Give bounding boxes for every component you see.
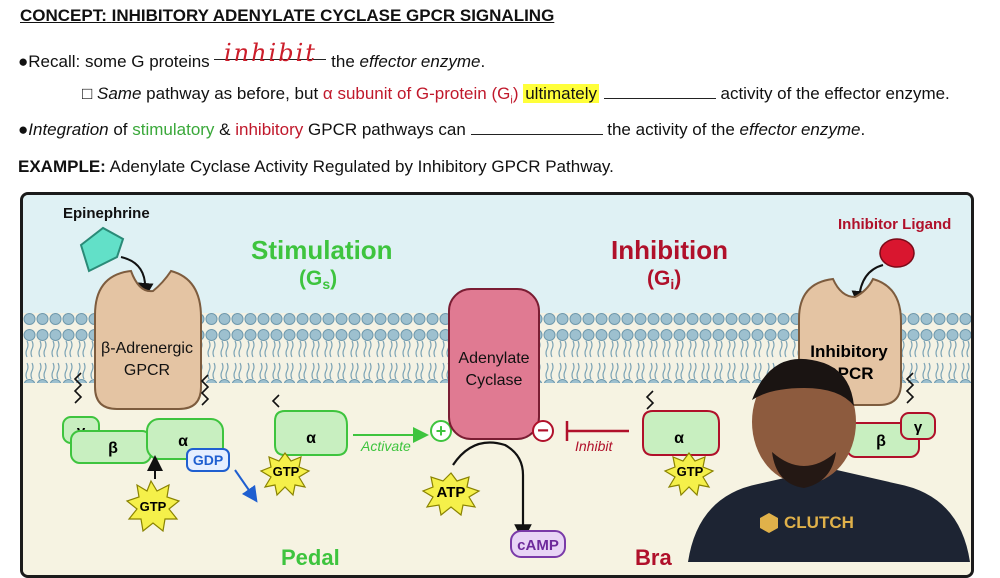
brake-label: Bra (635, 545, 672, 570)
adenylate-label-1: Adenylate (458, 350, 529, 367)
epinephrine-label: Epinephrine (63, 205, 150, 222)
activate-label: Activate (360, 438, 411, 454)
blank-3 (470, 120, 603, 135)
gdp-label: GDP (193, 452, 223, 468)
alpha-label-inhib: α (674, 430, 684, 447)
gamma-label-inhib: γ (914, 419, 923, 436)
beta-adrenergic-label-2: GPCR (124, 362, 170, 379)
highlight-ultimately: ultimately (523, 84, 600, 103)
example-line: EXAMPLE: Adenylate Cyclase Activity Regu… (18, 157, 614, 176)
alpha-subunit-inhib (642, 410, 720, 456)
presenter-webcam: CLUTCH (688, 358, 970, 562)
stimulation-label: Stimulation (251, 235, 393, 265)
beta-adrenergic-label: β-Adrenergic (101, 340, 193, 357)
blank-2 (603, 84, 716, 99)
blank-inhibit: inhibit (214, 39, 327, 67)
adenylate-cyclase (448, 288, 540, 440)
inhibitory-gpcr-label-1: Inhibitory (810, 342, 888, 361)
integration-line: ●Integration of stimulatory & inhibitory… (18, 120, 866, 139)
gtp-label-1: GTP (140, 499, 167, 514)
gs-label: (Gs) (299, 267, 337, 292)
gtp-starburst-1 (125, 479, 181, 533)
gtp-label-3: GTP (677, 464, 704, 479)
presenter-shirt (688, 468, 970, 562)
beta-label-inhib: β (876, 433, 886, 450)
camp-box (510, 530, 566, 558)
inhibit-label: Inhibit (575, 438, 613, 454)
epinephrine-molecule (79, 226, 125, 273)
inhibitor-ligand-molecule (879, 238, 915, 268)
gdp-box (186, 448, 230, 472)
same-pathway-line: □ Same pathway as before, but α subunit … (82, 84, 950, 107)
beta-adrenergic-gpcr (94, 269, 202, 410)
gtp-label-2: GTP (273, 464, 300, 479)
gi-label: (Gi) (647, 267, 681, 292)
beta-subunit-label: β (108, 440, 118, 457)
clutch-logo: CLUTCH (760, 513, 854, 533)
inhibition-label: Inhibition (611, 235, 728, 265)
alpha-label-free: α (306, 430, 316, 447)
atp-label: ATP (437, 484, 466, 501)
concept-title: CONCEPT: INHIBITORY ADENYLATE CYCLASE GP… (20, 6, 555, 25)
pedal-label: Pedal (281, 545, 340, 570)
svg-text:CLUTCH: CLUTCH (784, 513, 854, 532)
plus-sign: + (436, 421, 447, 441)
adenylate-label-2: Cyclase (466, 372, 523, 389)
recall-line: ●Recall: some G proteins inhibit the eff… (18, 39, 486, 71)
alpha-label-stim: α (178, 433, 188, 450)
alpha-subunit-free (274, 410, 348, 456)
camp-label: cAMP (517, 537, 559, 554)
inhibitor-ligand-label: Inhibitor Ligand (838, 216, 951, 233)
minus-sign: − (537, 420, 549, 442)
